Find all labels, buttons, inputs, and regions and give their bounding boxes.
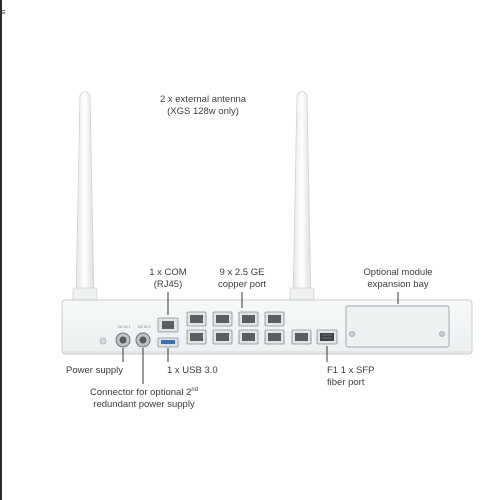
- sfp-label-line1: F1 1 x SFP: [327, 365, 375, 376]
- expansion-bay-label-line2: expansion bay: [367, 279, 429, 290]
- usb-label: 1 x USB 3.0: [167, 365, 218, 376]
- antenna-left: [72, 91, 98, 305]
- sfp-label-line2: fiber port: [327, 377, 365, 388]
- com-label-line1: 1 x COM: [149, 267, 187, 278]
- power-supply-label: Power supply: [66, 365, 124, 376]
- copper-port: [264, 311, 285, 327]
- redundant-power-label-line1: Connector for optional 2nd: [82, 387, 206, 399]
- copper-port: [291, 329, 312, 345]
- expansion-bay-label: Optional module expansion bay: [346, 267, 450, 291]
- antenna-right: [289, 91, 315, 305]
- copper-port-label-line2: copper port: [217, 279, 267, 290]
- sfp-port: [316, 329, 338, 345]
- antenna-label: 2 x external antenna (XGS 128w only): [143, 94, 263, 118]
- expansion-bay-label-line1: Optional module: [363, 267, 433, 278]
- usb-port: [157, 337, 179, 348]
- copper-port: [212, 311, 233, 327]
- redundant-power-connector: DC IN 2: [135, 325, 151, 348]
- power-connector: DC IN 1: [115, 325, 131, 348]
- redundant-power-label-line2: redundant power supply: [93, 399, 195, 410]
- redundant-power-label: Connector for optional 2nd redundant pow…: [82, 387, 206, 411]
- com-port: [157, 317, 179, 333]
- copper-port: [186, 311, 207, 327]
- sfp-label: F1 1 x SFP fiber port: [327, 365, 375, 389]
- copper-port-label: 9 x 2.5 GE copper port: [202, 267, 282, 291]
- copper-port: [238, 329, 259, 345]
- redundant-power-label-text: Connector for optional 2: [89, 387, 192, 398]
- leader-lines: [122, 292, 399, 384]
- left-edge-bar: [0, 0, 2, 500]
- copper-port: [238, 311, 259, 327]
- copper-port: [264, 329, 285, 345]
- expansion-bay: [345, 305, 450, 348]
- copper-ports: [186, 311, 312, 345]
- antenna-label-line2: (XGS 128w only): [167, 106, 239, 117]
- svg-text:DC IN 1: DC IN 1: [118, 325, 131, 329]
- ground-screw: [99, 337, 107, 345]
- copper-port-label-line1: 9 x 2.5 GE: [219, 267, 265, 278]
- antenna-label-line1: 2 x external antenna: [159, 94, 247, 105]
- svg-text:DC IN 2: DC IN 2: [138, 325, 151, 329]
- copper-port: [186, 329, 207, 345]
- com-label-line2: (RJ45): [153, 279, 183, 290]
- com-label: 1 x COM (RJ45): [128, 267, 208, 291]
- copper-port: [212, 329, 233, 345]
- corner-mark: ≡: [0, 7, 6, 17]
- redundant-power-label-sup: nd: [191, 386, 199, 393]
